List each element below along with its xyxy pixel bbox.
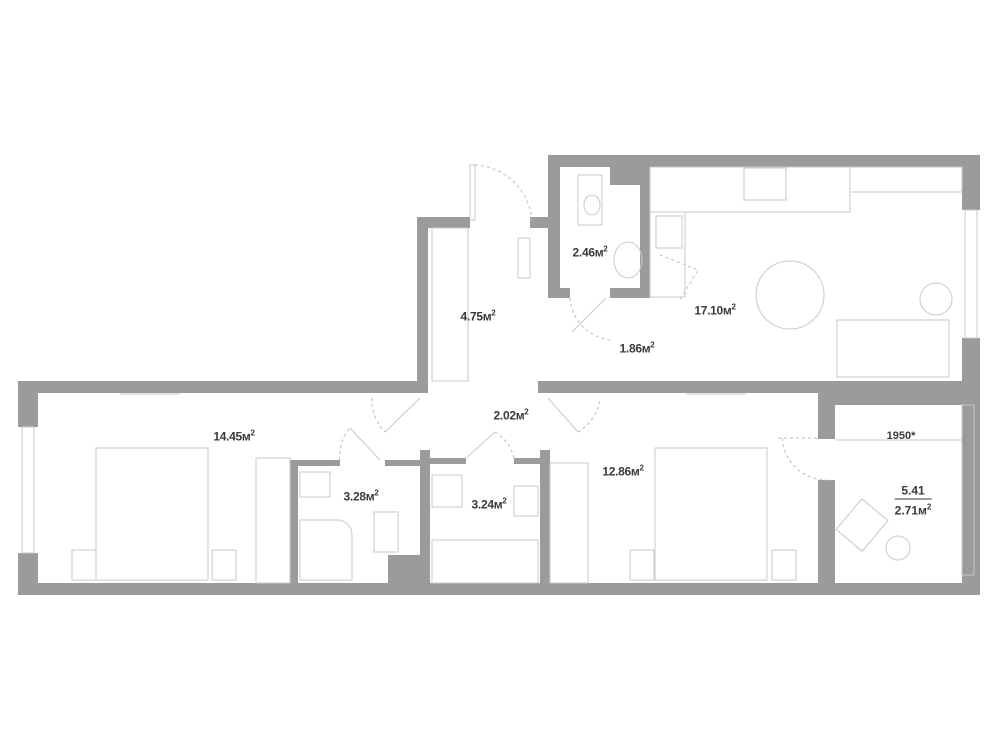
side-table (885, 535, 911, 561)
doors (339, 164, 831, 481)
lounge-chair (835, 498, 889, 552)
room-area-bedroom-right: 12.86м2 (602, 463, 644, 479)
room-area-bedroom-left: 14.45м2 (213, 428, 255, 444)
round-pouf (919, 282, 953, 316)
balcony-dimension: 1950* (886, 430, 916, 442)
sink-bath (513, 485, 539, 517)
bathtub (431, 539, 539, 584)
room-area-bathroom: 3.24м2 (471, 496, 507, 512)
room-area-corridor-kitchen: 1.86м2 (619, 340, 655, 356)
toilet-shower (373, 511, 399, 553)
kitchen-sink (655, 215, 683, 249)
wardrobe-right (549, 462, 589, 584)
balcony-area-full: 5.41 (894, 484, 932, 500)
room-area-corridor: 2.02м2 (493, 407, 529, 423)
sink-wc (613, 241, 643, 279)
windows (21, 164, 978, 576)
entry-door (469, 164, 476, 221)
bed-right (654, 447, 768, 581)
sink-shower (299, 471, 331, 498)
room-area-wc: 2.46м2 (572, 244, 608, 260)
washing-machine (431, 474, 463, 508)
shower (299, 519, 353, 581)
room-area-kitchen-living: 17.10м2 (694, 302, 736, 318)
shoe-rack (517, 237, 531, 279)
balcony-area-reduced: 2.71м2 (894, 502, 932, 518)
stove (743, 167, 787, 201)
bed-left (95, 447, 209, 581)
toilet (577, 174, 603, 226)
kitchen-counter (649, 166, 851, 213)
tv-unit (849, 166, 963, 193)
room-area-shower-room: 3.28м2 (343, 488, 379, 504)
room-area-hallway: 4.75м2 (460, 308, 496, 324)
balcony-area: 5.41 2.71м2 (894, 484, 932, 519)
sofa (836, 319, 950, 378)
dining-table (755, 260, 825, 330)
wardrobe-hall (431, 227, 469, 382)
walls (18, 155, 980, 595)
wardrobe-left (255, 457, 291, 584)
furniture (71, 166, 963, 584)
